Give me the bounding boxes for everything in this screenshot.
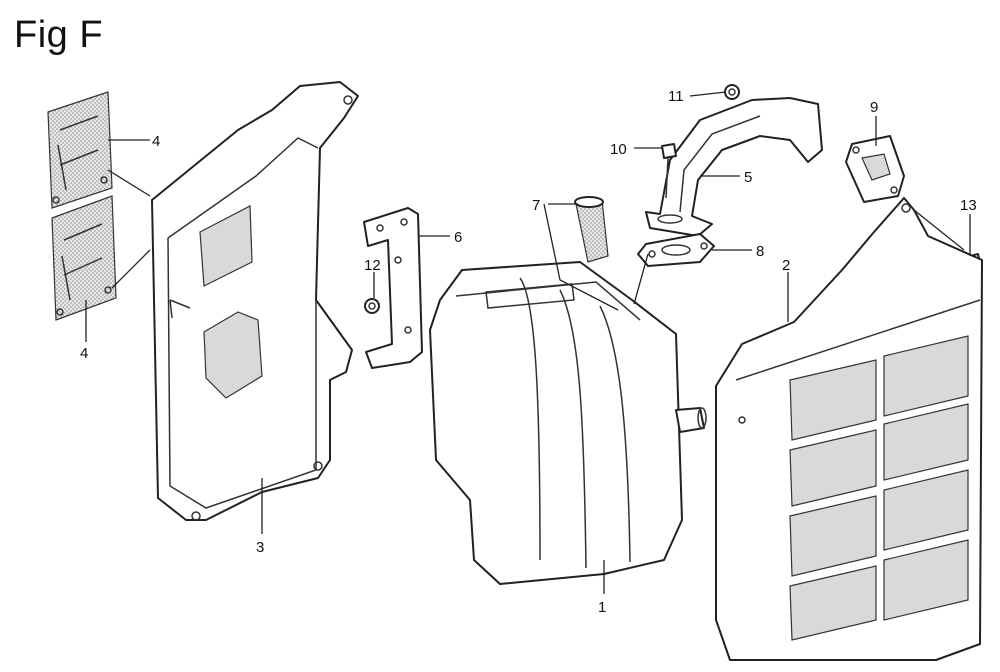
callout-6: 6 <box>454 229 462 246</box>
callout-8: 8 <box>756 243 764 260</box>
part-9-gasket <box>845 135 905 203</box>
callout-7: 7 <box>532 197 540 214</box>
leader-lines <box>85 91 971 594</box>
part-4-lower-plate <box>51 195 117 321</box>
part-6-bracket <box>363 207 423 369</box>
part-12-nut <box>364 298 380 314</box>
callout-11: 11 <box>668 88 684 105</box>
callout-9: 9 <box>870 99 878 116</box>
callout-4-upper: 4 <box>152 133 160 150</box>
part-8-gasket <box>637 233 715 267</box>
part-5-exhaust-pipe <box>645 97 823 237</box>
callout-5: 5 <box>744 169 752 186</box>
callout-10: 10 <box>610 141 627 158</box>
callout-12: 12 <box>364 257 381 274</box>
part-10-bolt <box>661 143 677 199</box>
part-2-muffler-protector <box>715 197 983 661</box>
callout-2: 2 <box>782 257 790 274</box>
part-3-muffler-cover <box>151 81 359 521</box>
figure-title: Fig F <box>14 14 104 56</box>
part-11-nut <box>724 84 740 100</box>
callout-13: 13 <box>960 197 977 214</box>
callout-1: 1 <box>598 599 606 616</box>
part-1-muffler <box>429 261 707 585</box>
callout-3: 3 <box>256 539 264 556</box>
callout-4-lower: 4 <box>80 345 88 362</box>
part-4-upper-plate <box>47 91 113 209</box>
part-7-screen <box>574 196 609 263</box>
